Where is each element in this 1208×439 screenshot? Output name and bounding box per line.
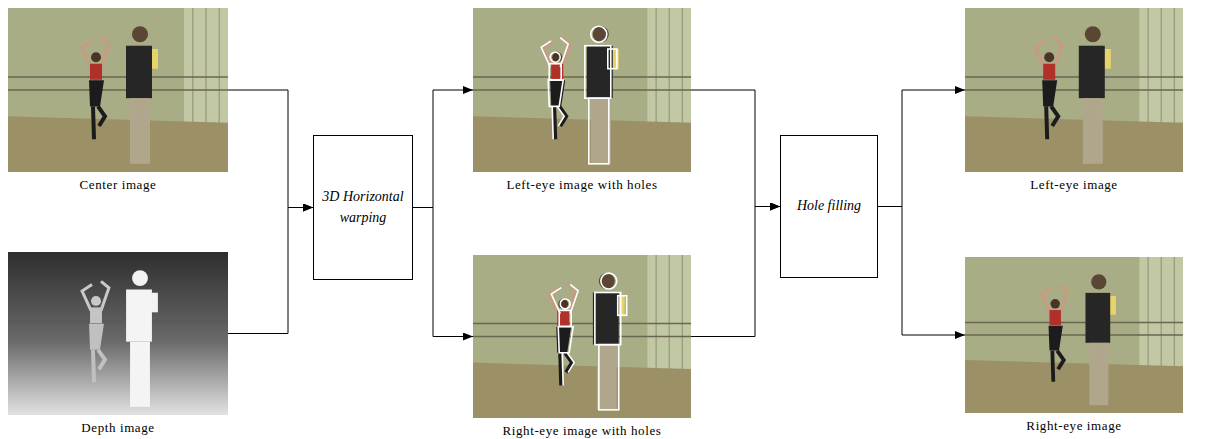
man-figure bbox=[1085, 274, 1115, 405]
scene-illustration bbox=[8, 252, 228, 415]
man-figure bbox=[1079, 26, 1111, 164]
barre-line bbox=[473, 336, 691, 338]
dancer-figure bbox=[543, 38, 570, 140]
dancer-figure bbox=[551, 284, 578, 385]
window-panel bbox=[1139, 257, 1183, 366]
man-figure bbox=[587, 26, 619, 164]
floor bbox=[965, 116, 1183, 172]
image-caption: Left-eye image bbox=[965, 177, 1183, 193]
image-caption: Left-eye image with holes bbox=[473, 177, 691, 193]
image-panel: Left-eye image with holes bbox=[473, 8, 691, 193]
wall bbox=[8, 8, 228, 172]
dancer-figure bbox=[541, 38, 568, 140]
window-panel bbox=[184, 8, 228, 123]
wall bbox=[965, 257, 1183, 413]
man-figure bbox=[595, 273, 627, 410]
barre-line bbox=[8, 89, 228, 91]
barre-line bbox=[965, 334, 1183, 336]
connector-arrow bbox=[228, 208, 313, 334]
barre-line bbox=[965, 76, 1183, 78]
man-figure bbox=[593, 273, 625, 410]
window-panel bbox=[1139, 8, 1183, 123]
barre-line bbox=[473, 323, 691, 325]
depth-ground bbox=[8, 252, 228, 415]
wall bbox=[473, 255, 691, 418]
barre-line bbox=[965, 322, 1183, 324]
image-panel: Center image bbox=[8, 8, 228, 193]
barre-line bbox=[473, 89, 691, 91]
floor bbox=[473, 363, 691, 418]
image-panel: Right-eye image bbox=[965, 257, 1183, 434]
man-figure bbox=[126, 26, 158, 164]
dancer-figure bbox=[1035, 38, 1062, 140]
window-panel bbox=[647, 255, 691, 369]
dancer-figure bbox=[82, 281, 109, 382]
dancer-figure bbox=[82, 38, 109, 140]
scene-illustration bbox=[473, 8, 691, 172]
image-panel: Right-eye image with holes bbox=[473, 255, 691, 439]
barre-line bbox=[965, 89, 1183, 91]
barre-line bbox=[473, 76, 691, 78]
man-figure bbox=[126, 270, 158, 407]
image-caption: Right-eye image with holes bbox=[473, 423, 691, 439]
scene-illustration bbox=[965, 8, 1183, 172]
image-panel: Left-eye image bbox=[965, 8, 1183, 193]
process-box: Hole filling bbox=[780, 135, 878, 278]
connector-arrow bbox=[413, 90, 473, 208]
scene-illustration bbox=[473, 255, 691, 418]
dancer-figure bbox=[549, 284, 576, 385]
connector-arrow bbox=[878, 207, 965, 336]
window-panel bbox=[647, 8, 691, 123]
connector-arrow bbox=[878, 90, 965, 207]
process-label: Hole filling bbox=[797, 196, 861, 216]
scene-illustration bbox=[965, 257, 1183, 413]
wall bbox=[965, 8, 1183, 172]
connector-arrow bbox=[228, 90, 313, 208]
barre-line bbox=[8, 320, 228, 323]
connector-arrow bbox=[691, 90, 780, 207]
man-figure bbox=[585, 26, 617, 164]
floor bbox=[8, 116, 228, 172]
floor bbox=[965, 360, 1183, 413]
wall bbox=[473, 8, 691, 172]
connector-arrow bbox=[691, 207, 780, 337]
barre-line bbox=[8, 76, 228, 78]
image-panel: Depth image bbox=[8, 252, 228, 436]
image-caption: Depth image bbox=[8, 420, 228, 436]
process-label: 3D Horizontal warping bbox=[320, 187, 406, 228]
dancer-figure bbox=[1042, 285, 1068, 382]
image-caption: Center image bbox=[8, 177, 228, 193]
connector-arrow bbox=[413, 208, 473, 337]
scene-illustration bbox=[8, 8, 228, 172]
image-caption: Right-eye image bbox=[965, 418, 1183, 434]
process-box: 3D Horizontal warping bbox=[313, 135, 413, 280]
floor bbox=[473, 116, 691, 172]
